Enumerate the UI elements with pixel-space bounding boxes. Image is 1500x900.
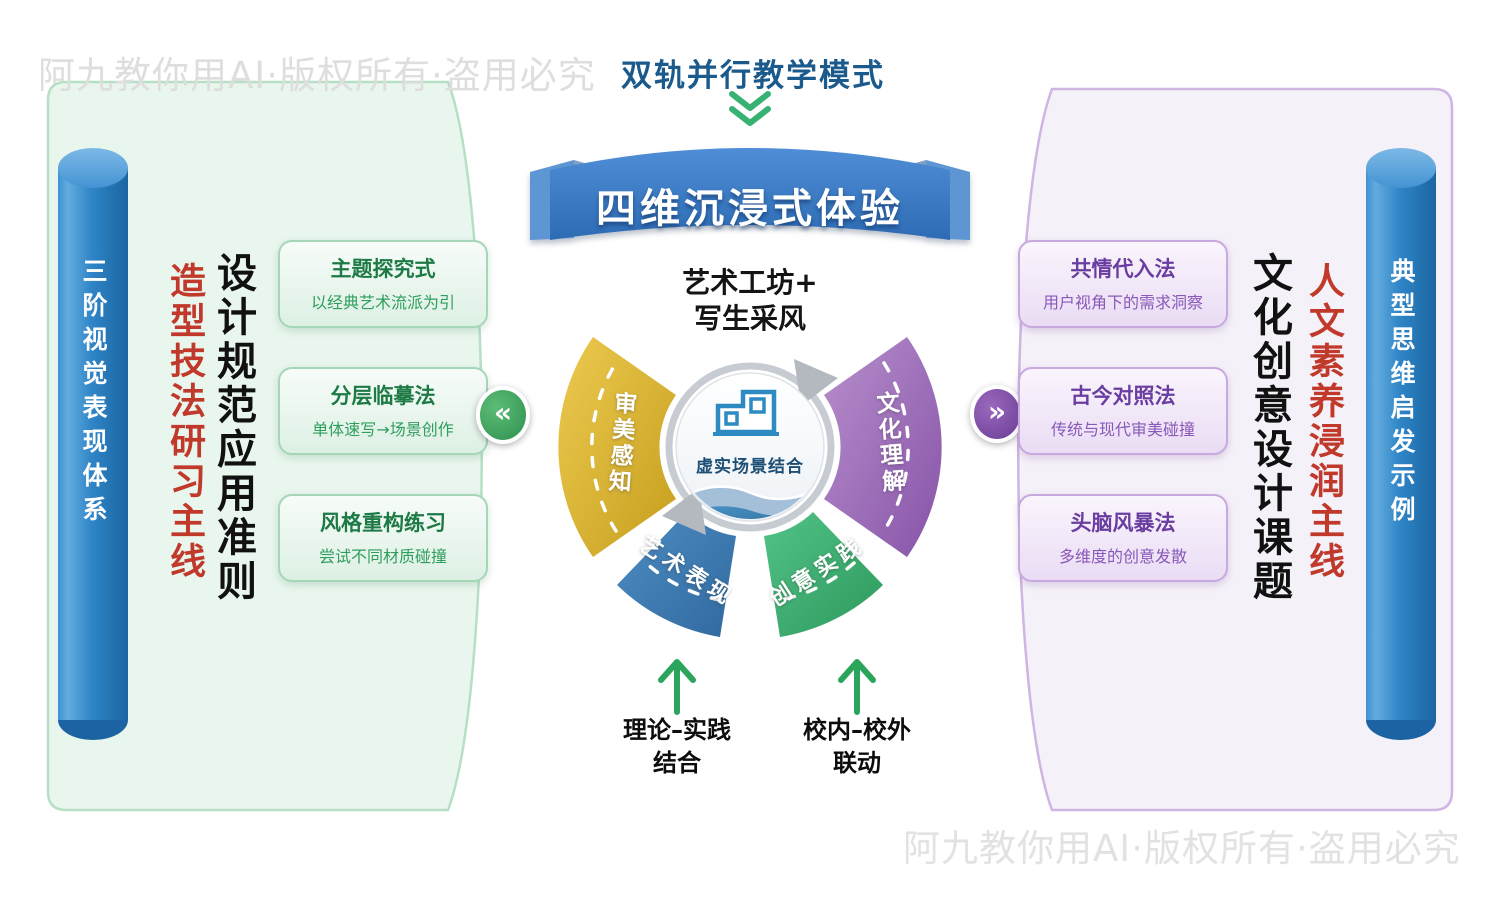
card-title: 古今对照法 [1070,384,1176,408]
note-line2: 结合 [653,749,701,777]
chevron-left-icon: « [493,396,513,429]
left-pillar-label: 三阶视觉表现体系 [79,258,108,530]
workshop-line2: 写生采风 [693,302,806,335]
double-chevron-down-icon [729,91,771,126]
card-title: 风格重构练习 [320,511,446,535]
cylinder-cap [1366,148,1436,188]
watermark-bottom: 阿九教你用AI·版权所有·盗用必究 [903,827,1461,870]
left-red-headline: 造型技法研习主线 [164,262,205,582]
fan-label-aesthetic-perception: 审美感知 [603,390,637,496]
cylinder-body [1366,168,1436,720]
core-label: 虚实场景结合 [696,457,804,477]
fan-label-cultural-understanding: 文化理解 [871,390,905,496]
right-red-headline: 人文素养浸润主线 [1303,262,1344,582]
right-black-headline: 文化创意设计课题 [1246,252,1292,604]
card-theme-inquiry: 主题探究式 以经典艺术流派为引 [278,240,488,328]
left-black-headline: 设计规范应用准则 [210,252,256,604]
card-desc: 尝试不同材质碰撞 [318,547,447,566]
card-desc: 用户视角下的需求洞察 [1042,293,1203,312]
right-pillar-label: 典型思维启发示例 [1387,258,1416,530]
cylinder-body [58,168,128,720]
chevron-right-icon: » [987,395,1007,428]
watermark-top: 阿九教你用AI·版权所有·盗用必究 [38,54,596,97]
card-brainstorming: 头脑风暴法 多维度的创意发散 [1018,494,1228,582]
note-line2: 联动 [833,749,881,777]
card-title: 共情代入法 [1070,257,1176,281]
cylinder-cap [58,148,128,188]
card-desc: 多维度的创意发散 [1058,547,1187,566]
note-school-linkage: 校内–校外 联动 [772,714,942,780]
workshop-caption: 艺术工坊+ 写生采风 [600,265,900,337]
card-title: 主题探究式 [330,257,436,281]
left-chevron-badge: « [476,386,530,444]
card-past-present-contrast: 古今对照法 传统与现代审美碰撞 [1018,367,1228,455]
card-layered-copying: 分层临摹法 单体速写→场景创作 [278,367,488,455]
note-line1: 校内–校外 [803,716,911,744]
banner-ribbon [530,148,970,240]
card-desc: 以经典艺术流派为引 [310,293,455,312]
left-pillar-cylinder: 三阶视觉表现体系 [58,148,128,760]
banner-title: 四维沉浸式体验 [596,186,904,232]
card-style-reconstruction: 风格重构练习 尝试不同材质碰撞 [278,494,488,582]
workshop-line1: 艺术工坊+ [682,266,818,299]
card-desc: 传统与现代审美碰撞 [1050,420,1195,439]
note-line1: 理论–实践 [623,716,731,744]
card-empathy-method: 共情代入法 用户视角下的需求洞察 [1018,240,1228,328]
card-title: 头脑风暴法 [1070,511,1176,535]
right-chevron-badge: » [970,385,1024,443]
right-pillar-cylinder: 典型思维启发示例 [1366,148,1436,760]
card-title: 分层临摹法 [330,384,436,408]
note-theory-practice: 理论–实践 结合 [592,714,762,780]
page-title: 双轨并行教学模式 [621,58,885,94]
card-desc: 单体速写→场景创作 [312,420,454,439]
